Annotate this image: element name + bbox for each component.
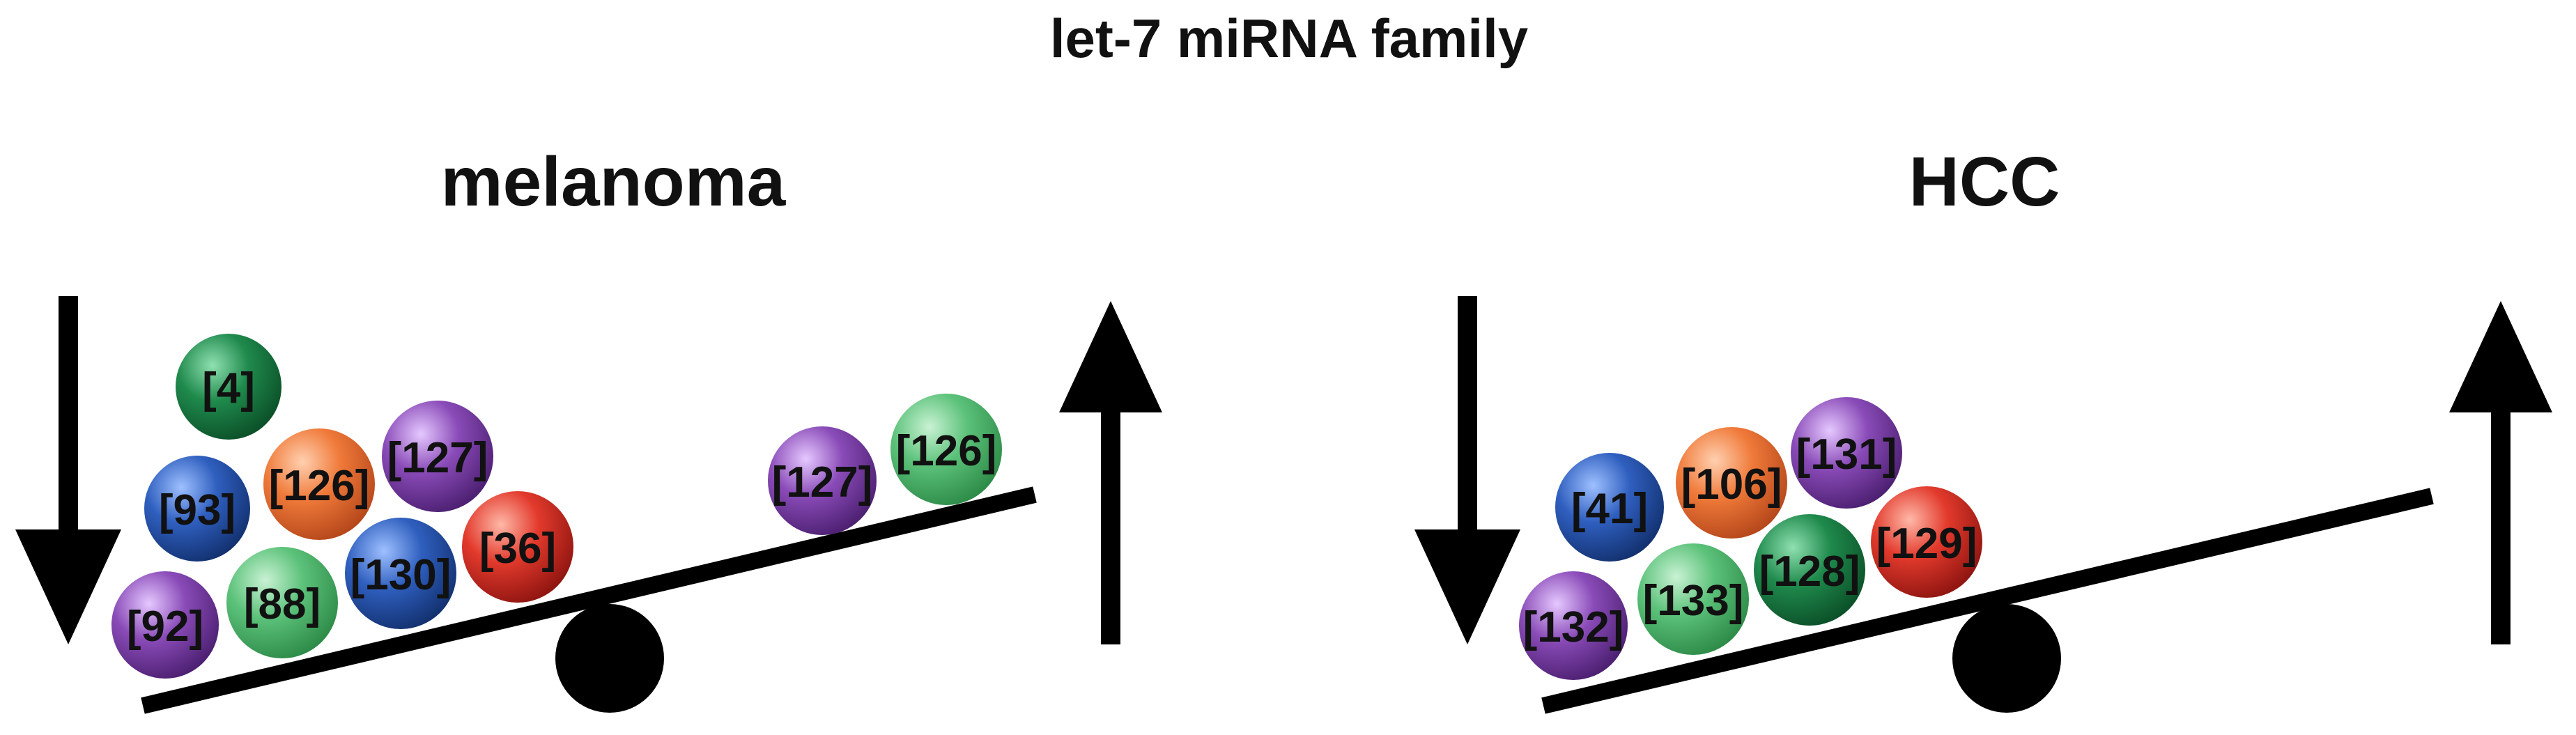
ball-label: [127] [772,458,873,506]
down-arrow-icon [1414,296,1520,644]
ball-label: [126] [896,427,997,475]
ball-label: [129] [1876,520,1977,568]
down-arrow-icon [15,296,121,644]
ball-label: [36] [479,525,556,573]
ball-label: [127] [387,434,488,482]
ball: [126] [263,428,375,540]
ball-label: [133] [1643,577,1744,625]
ball: [127] [382,401,493,512]
ball: [129] [1871,486,1982,598]
balance-beam [1541,488,2434,714]
ball: [130] [345,518,456,629]
fulcrum-icon [555,604,664,713]
up-arrow-icon [1059,301,1162,644]
up-arrow-icon [2449,301,2552,644]
panel-title-melanoma: melanoma [441,143,787,221]
ball: [106] [1676,427,1787,539]
balance-beam [141,486,1037,714]
ball-label: [88] [244,580,321,628]
ball: [126] [890,394,1002,505]
ball: [131] [1791,397,1902,509]
ball-label: [4] [202,364,255,412]
ball: [127] [768,426,877,535]
ball-label: [41] [1571,485,1648,533]
panel-hcc: HCC [41] [106] [131] [132] [1414,143,2552,714]
ball-label: [130] [350,551,452,599]
panel-melanoma: melanoma [4] [93] [126] [127] [15,143,1162,714]
ball: [92] [111,571,219,679]
ball: [133] [1637,543,1749,655]
ball: [93] [144,456,250,562]
ball: [4] [176,334,281,440]
panel-title-hcc: HCC [1909,143,2060,221]
ball: [88] [226,547,338,658]
ball-label: [131] [1796,431,1897,479]
ball: [128] [1754,514,1865,626]
ball-label: [92] [127,603,203,651]
ball-label: [128] [1759,548,1860,596]
ball: [36] [462,491,573,603]
fulcrum-icon [1952,604,2061,713]
ball-label: [132] [1523,603,1624,651]
ball-label: [106] [1681,461,1782,509]
ball-label: [126] [269,462,370,510]
ball-label: [93] [159,486,236,534]
diagram-title: let-7 miRNA family [1050,8,1528,69]
ball: [41] [1555,453,1664,562]
ball: [132] [1519,571,1628,680]
